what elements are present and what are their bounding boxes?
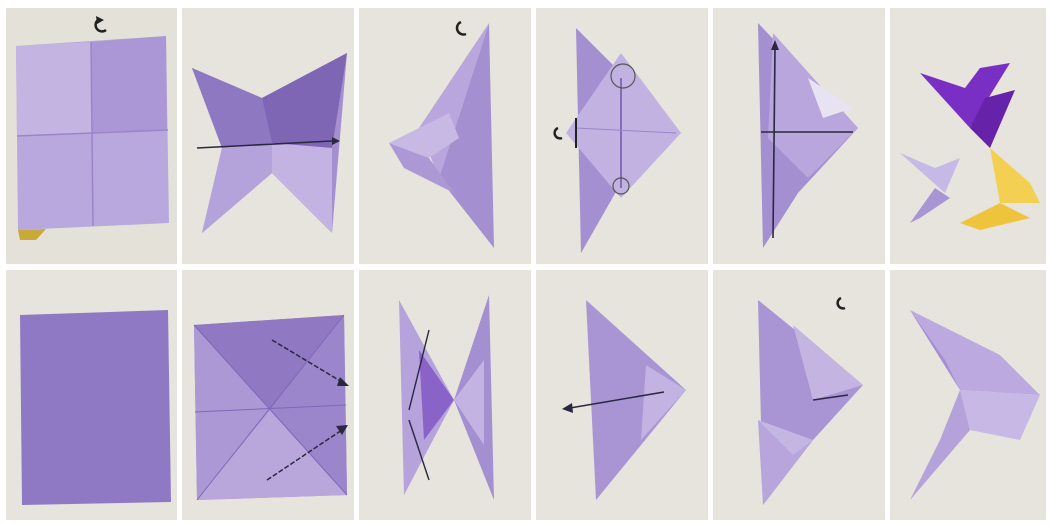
step-7-image (6, 270, 177, 520)
step-6-image (890, 8, 1046, 264)
step-10-image (536, 270, 708, 520)
step-11-image (713, 270, 885, 520)
step-9-image (359, 270, 531, 520)
step-10-triangle-arrow (536, 270, 708, 520)
step-4-diamond (536, 8, 708, 264)
origami-instruction-collage (6, 8, 1046, 520)
step-4-image (536, 8, 708, 264)
step-5-diamond-arrow (713, 8, 885, 264)
step-2-waterbomb (182, 8, 354, 264)
step-12-image (890, 270, 1046, 520)
step-8-creased-square (182, 270, 354, 520)
step-3-triangle (359, 8, 531, 264)
step-3-image (359, 8, 531, 264)
step-8-image (182, 270, 354, 520)
step-1-folded-square (6, 8, 177, 264)
step-2-image (182, 8, 354, 264)
step-6-finished-butterflies (890, 8, 1046, 264)
step-7-plain-square (6, 270, 177, 520)
step-12-finished-butterfly (890, 270, 1046, 520)
step-11-triangle-fold (713, 270, 885, 520)
step-9-bowtie (359, 270, 531, 520)
step-5-image (713, 8, 885, 264)
step-1-image (6, 8, 177, 264)
